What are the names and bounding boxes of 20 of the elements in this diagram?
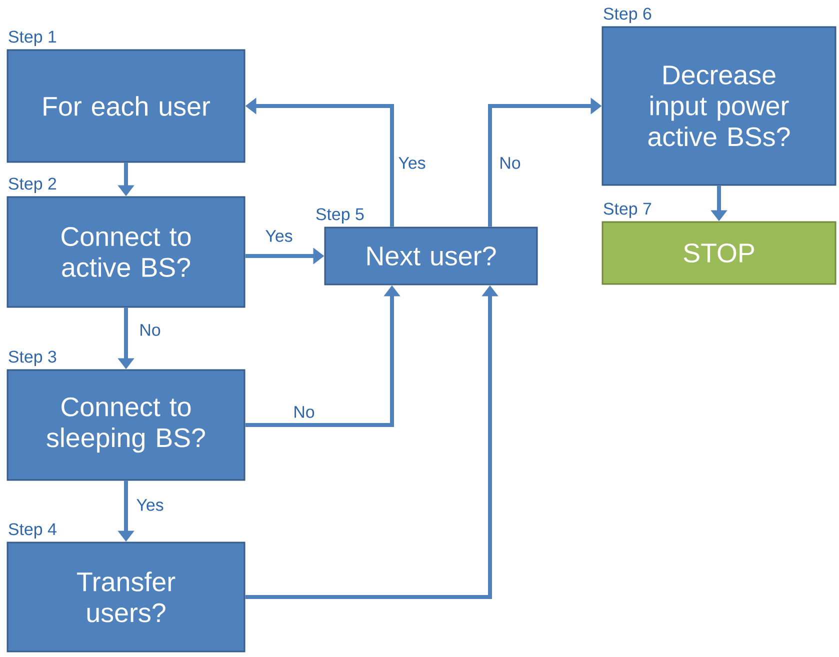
- process-box: Next user?: [324, 226, 538, 286]
- step-label: Step 1: [8, 30, 56, 46]
- process-box: Connect to sleeping BS?: [6, 369, 246, 481]
- process-box: Decrease input power active BSs?: [602, 26, 836, 186]
- step-label: Step 5: [316, 208, 364, 224]
- edge-label: No: [292, 405, 316, 419]
- step-label: Step 3: [8, 350, 56, 366]
- step-label: Step 6: [604, 8, 652, 24]
- process-box: Transfer users?: [6, 542, 246, 652]
- edge-label: Yes: [397, 156, 427, 170]
- step-label: Step 2: [8, 178, 56, 194]
- process-box: Connect to active BS?: [6, 196, 246, 308]
- process-box: For each user: [6, 49, 246, 163]
- step-label: Step 7: [604, 202, 652, 218]
- process-box: STOP: [602, 221, 836, 285]
- edge-label: No: [498, 156, 522, 170]
- edge-label: Yes: [135, 498, 165, 512]
- step-label: Step 4: [8, 523, 56, 539]
- edge-label: No: [138, 323, 162, 337]
- edge-label: Yes: [264, 229, 294, 243]
